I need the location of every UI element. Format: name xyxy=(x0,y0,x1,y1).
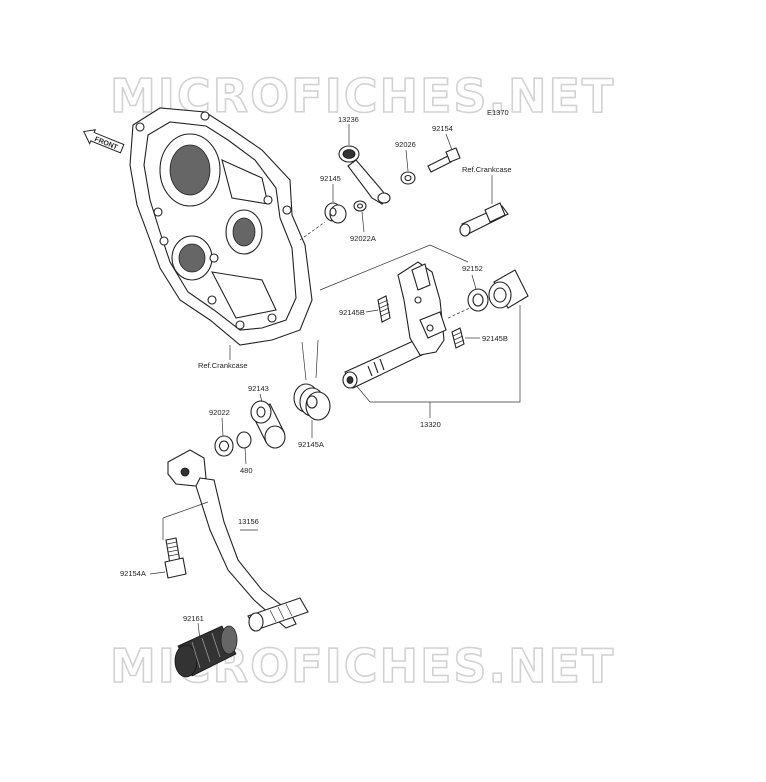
label-92022: 92022 xyxy=(209,408,230,417)
washer-92026 xyxy=(400,171,416,185)
label-92022A: 92022A xyxy=(350,234,376,243)
footpeg-rubber-92161 xyxy=(174,625,238,678)
label-13236: 13236 xyxy=(338,115,359,124)
label-92161: 92161 xyxy=(183,614,204,623)
label-92154A: 92154A xyxy=(120,569,146,578)
shift-shaft-13320 xyxy=(342,261,447,389)
bolt-92154 xyxy=(427,147,461,173)
label-92143: 92143 xyxy=(248,384,269,393)
circlip-480 xyxy=(236,431,252,449)
label-92026: 92026 xyxy=(395,140,416,149)
label-92145B-right: 92145B xyxy=(482,334,508,343)
bolt-92154A xyxy=(164,537,187,579)
needle-bearing xyxy=(488,269,529,309)
washer-92022A xyxy=(353,200,367,212)
label-92145B-left: 92145B xyxy=(339,308,365,317)
crankcase-housing xyxy=(129,107,313,346)
label-92145A: 92145A xyxy=(298,440,324,449)
label-92145: 92145 xyxy=(320,174,341,183)
spring-92145 xyxy=(324,202,347,224)
shift-pedal-13156 xyxy=(167,449,309,632)
label-92154: 92154 xyxy=(432,124,453,133)
ref-crankcase-top: Ref.Crankcase xyxy=(462,165,512,174)
pivot-pin xyxy=(459,202,509,237)
label-92152: 92152 xyxy=(462,264,483,273)
collar-92152 xyxy=(467,288,489,312)
shift-arm-13236 xyxy=(338,145,391,205)
washer-92022 xyxy=(214,435,234,457)
spring-92145B-right xyxy=(451,327,465,349)
front-arrow-icon: FRONT xyxy=(83,129,125,154)
label-13156: 13156 xyxy=(238,517,259,526)
bracket-13320 xyxy=(319,244,521,403)
label-13320: 13320 xyxy=(420,420,441,429)
label-480: 480 xyxy=(240,466,253,475)
collar-92143 xyxy=(250,400,286,449)
return-spring-92145A xyxy=(293,339,331,421)
diagram-code: E1370 xyxy=(487,108,509,117)
ref-crankcase-bottom: Ref.Crankcase xyxy=(198,361,248,370)
spring-92145B-left xyxy=(377,295,391,323)
